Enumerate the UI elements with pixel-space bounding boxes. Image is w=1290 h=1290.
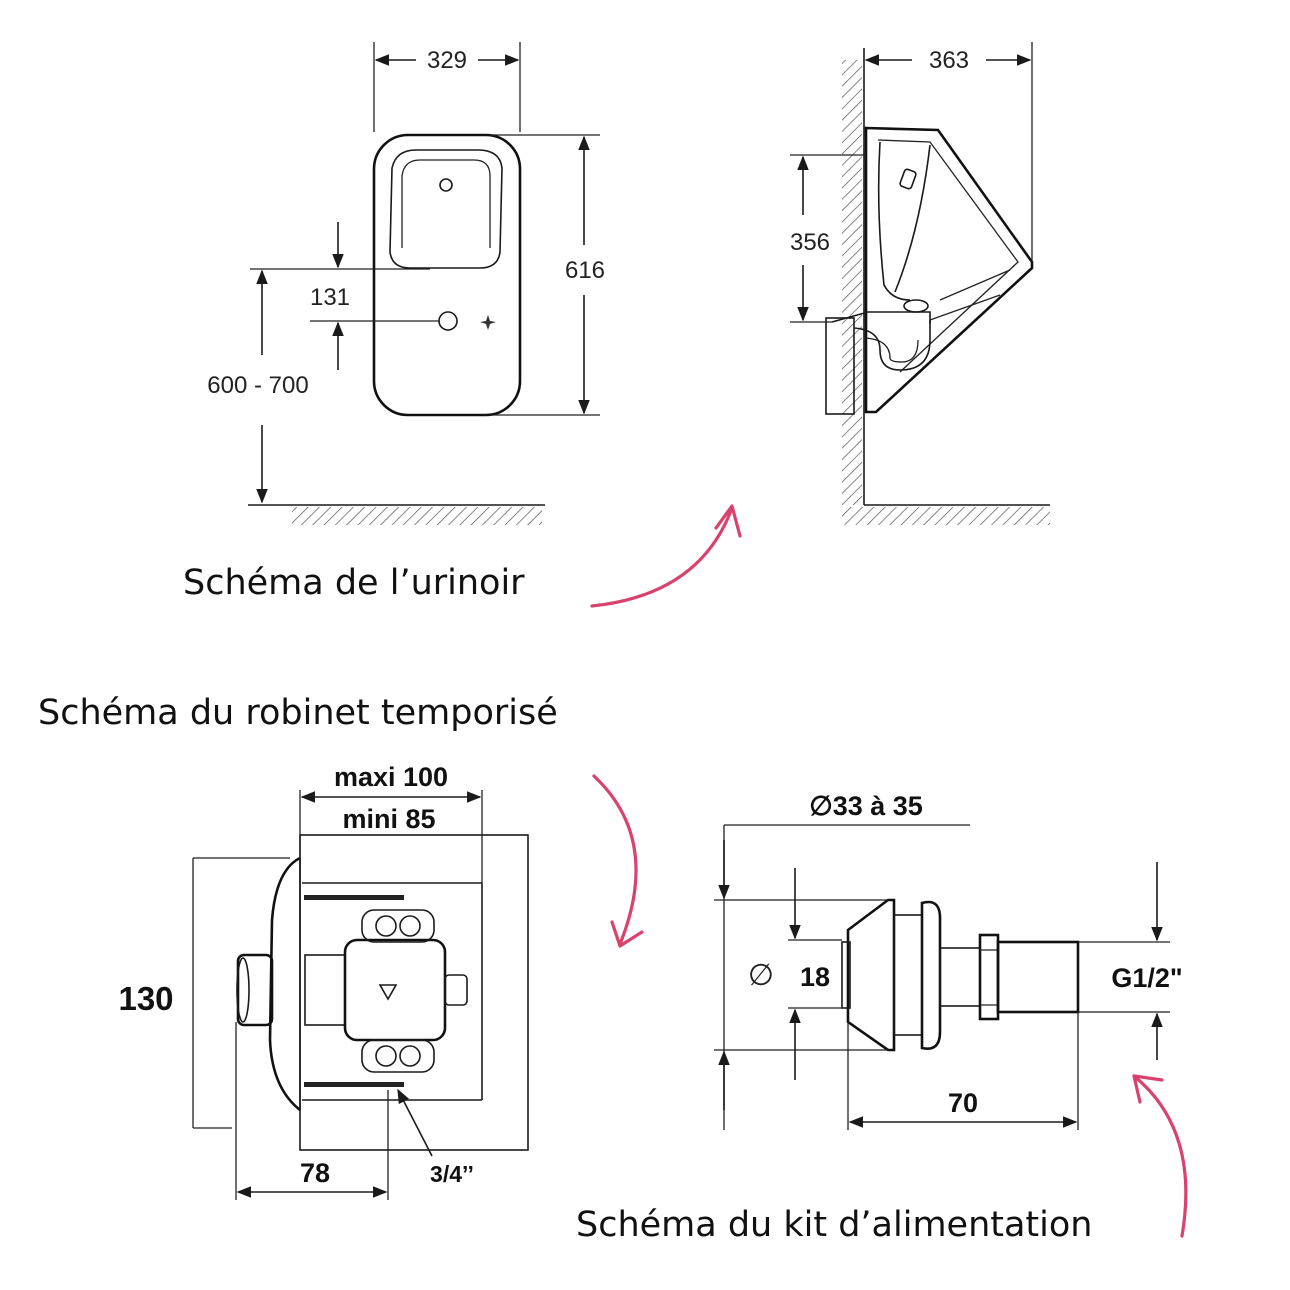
valve-thread-label: 3/4’’	[430, 1161, 474, 1187]
urinal-height-label: 616	[565, 257, 605, 284]
caption-valve: Schéma du robinet temporisé	[38, 693, 558, 733]
valve-front-label: 78	[300, 1158, 330, 1188]
urinal-front-view: 329 616 131 600 - 700	[207, 42, 605, 525]
valve-min-depth-label: mini 85	[342, 804, 435, 834]
arrow-to-valve-icon	[592, 774, 644, 948]
valve-drawing: maxi 100 mini 85 130 78 3/4’’	[118, 762, 529, 1200]
urinal-mount-height-label: 600 - 700	[207, 372, 308, 399]
outlet-hole	[438, 311, 458, 331]
kit-outer-diameter-label: ∅33 à 35	[809, 791, 923, 821]
kit-inner-diameter-label: 18	[800, 962, 830, 992]
kit-threaded-end	[996, 940, 1080, 1014]
kit-flange	[846, 898, 896, 1052]
urinal-depth-label: 363	[929, 47, 969, 74]
kit-drawing: ∅33 à 35 ∅ 18 G1/2" 70	[714, 791, 1183, 1130]
valve-cover-plate	[268, 856, 301, 1112]
kit-nut	[978, 933, 1000, 1021]
caption-kit: Schéma du kit d’alimentation	[576, 1205, 1092, 1245]
kit-length-label: 70	[948, 1088, 978, 1118]
valve-height-label: 130	[118, 980, 173, 1017]
arrow-to-urinal-icon	[590, 504, 742, 608]
kit-thread-label: G1/2"	[1111, 963, 1182, 993]
urinal-side-body	[864, 126, 1034, 414]
arrow-to-kit-icon	[1132, 1074, 1188, 1238]
urinal-front-body	[372, 133, 522, 417]
kit-inner-diameter-symbol: ∅	[748, 959, 774, 992]
urinal-inlet-height-label: 356	[790, 229, 830, 256]
valve-push-button	[236, 953, 274, 1027]
urinal-offset-label: 131	[310, 284, 350, 311]
caption-urinal: Schéma de l’urinoir	[183, 563, 525, 603]
urinal-width-label: 329	[427, 47, 467, 74]
valve-max-depth-label: maxi 100	[334, 762, 448, 792]
urinal-side-view: 363 356	[790, 42, 1050, 525]
inlet-hole	[439, 178, 453, 192]
kit-rosette	[920, 900, 942, 1050]
